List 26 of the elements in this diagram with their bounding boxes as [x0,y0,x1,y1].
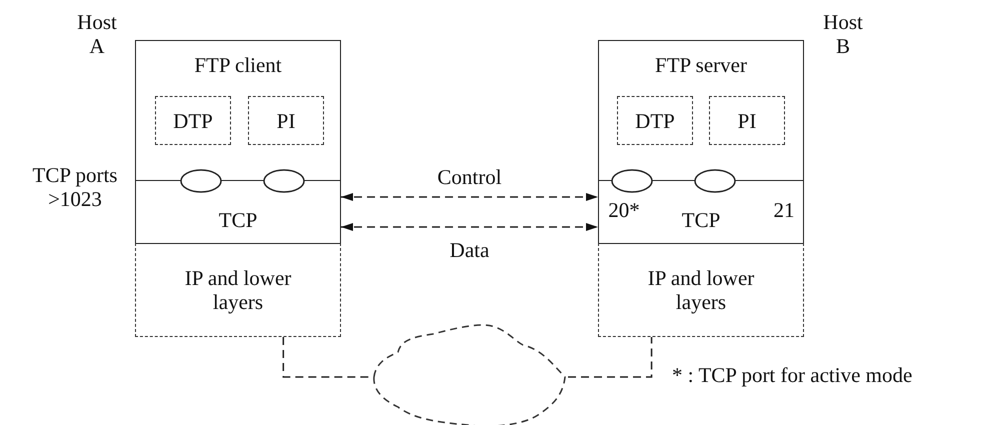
layer-box [135,40,341,181]
node-label: FTP client [194,53,282,78]
connector-arrow [341,193,598,201]
node-label: IP and lower layers [184,265,292,314]
module-box [155,96,231,145]
node-label: PI [738,108,756,133]
port-label: TCP ports >1023 [32,163,118,212]
node-label: TCP [218,208,258,232]
layer-box [598,243,804,337]
layer-box [135,243,341,337]
port-number: 21 [772,198,796,222]
module-box [248,96,324,145]
node-label: PI [276,108,296,133]
module-box [709,96,785,145]
node-label: TCP [682,208,720,232]
host-label: Host B [822,10,864,58]
layer-box [598,40,804,181]
node-label: DTP [173,108,213,133]
connector-arrow [341,223,598,231]
host-label: Host A [76,10,118,58]
port-number: 20* [607,198,641,222]
node-label: FTP server [655,53,747,78]
module-box [617,96,693,145]
node-label: DTP [635,108,675,133]
footnote: * : TCP port for active mode [672,363,914,388]
node-label: IP and lower layers [646,265,756,314]
